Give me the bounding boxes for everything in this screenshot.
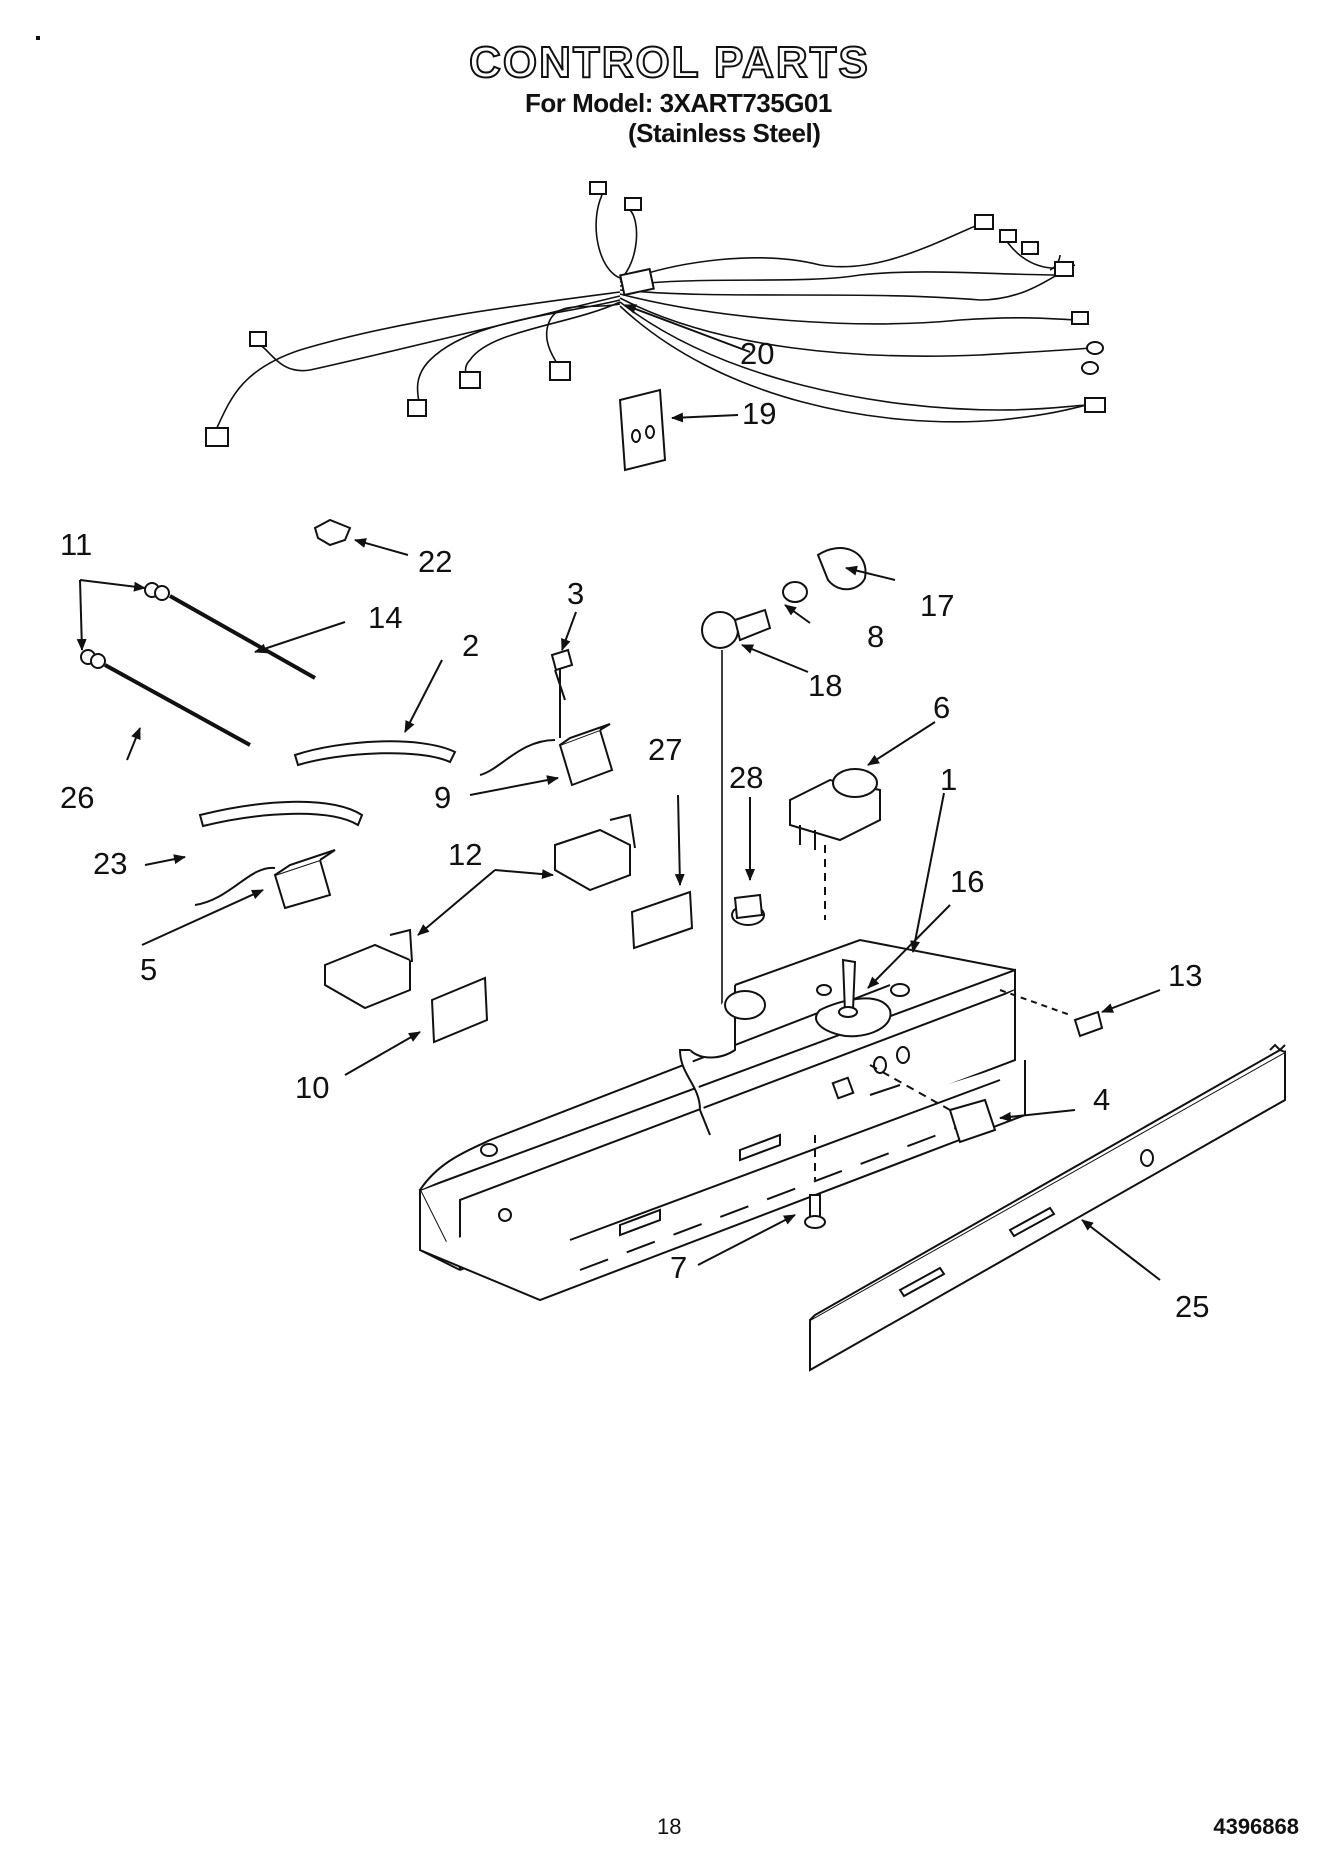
callout-23: 23 bbox=[93, 846, 127, 881]
callout-20: 20 bbox=[740, 336, 774, 371]
finish-line: (Stainless Steel) bbox=[628, 118, 821, 148]
leader-arrows bbox=[76, 304, 1161, 1281]
callout-9: 9 bbox=[434, 780, 451, 815]
timer-and-plug bbox=[731, 768, 881, 926]
callout-13: 13 bbox=[1168, 958, 1202, 993]
harness-connectors bbox=[205, 181, 1106, 447]
sensor-tubes bbox=[80, 582, 316, 747]
callout-28: 28 bbox=[729, 760, 763, 795]
hoses bbox=[198, 740, 457, 828]
wire-harness bbox=[214, 184, 1091, 433]
model-line: For Model: 3XART735G01 bbox=[525, 88, 832, 118]
callout-19: 18 bbox=[808, 668, 842, 703]
callout-4: 4 bbox=[1093, 1082, 1110, 1117]
callout-5: 5 bbox=[140, 952, 157, 987]
callout-1: 1 bbox=[940, 762, 957, 797]
callout-2: 2 bbox=[462, 628, 479, 663]
foam-pad-part-18 bbox=[618, 388, 667, 472]
callout-18: 19 bbox=[742, 396, 776, 431]
page-title: CONTROL PARTS bbox=[468, 37, 870, 88]
callout-25: 25 bbox=[1175, 1289, 1209, 1324]
label-cards bbox=[430, 890, 694, 1044]
clip-part-22 bbox=[313, 518, 352, 547]
document-number: 4396868 bbox=[1213, 1814, 1299, 1839]
callout-10: 10 bbox=[295, 1070, 329, 1105]
callout-8: 8 bbox=[867, 619, 884, 654]
callout-27: 27 bbox=[648, 732, 682, 767]
corner-mark bbox=[36, 36, 40, 40]
callout-12: 12 bbox=[448, 837, 482, 872]
callout-6: 6 bbox=[933, 690, 950, 725]
control-housing-part-1 bbox=[418, 938, 1026, 1302]
callout-3: 3 bbox=[567, 576, 584, 611]
page-number: 18 bbox=[657, 1814, 682, 1839]
callout-26: 26 bbox=[60, 780, 94, 815]
callout-17: 17 bbox=[920, 588, 954, 623]
callout-11: 11 bbox=[60, 527, 92, 562]
switches bbox=[194, 648, 636, 1010]
callout-7: 7 bbox=[670, 1250, 687, 1285]
callout-14: 14 bbox=[368, 600, 402, 635]
light-assembly bbox=[701, 547, 867, 1010]
callout-16: 16 bbox=[950, 864, 984, 899]
fasteners bbox=[804, 958, 1104, 1229]
callout-22: 22 bbox=[418, 544, 452, 579]
callout-labels: 20 19 22 11 14 3 2 17 8 18 6 26 9 27 28 … bbox=[60, 336, 1209, 1324]
cover-panel-part-25 bbox=[809, 1043, 1286, 1372]
